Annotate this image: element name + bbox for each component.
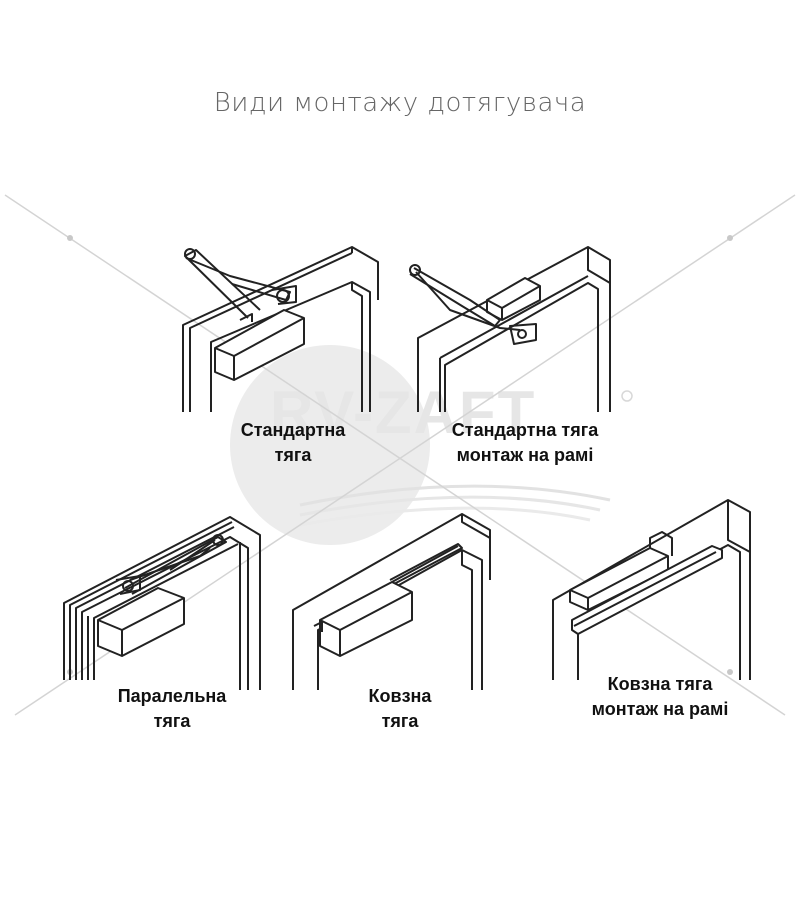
caption-line: Паралельна xyxy=(117,686,227,706)
caption-line: тяга xyxy=(153,711,191,731)
caption-line: Ковзна тяга xyxy=(607,674,713,694)
page-title: Види монтажу дотягувача xyxy=(213,88,587,118)
caption-slide-arm: Ковзна тяга xyxy=(325,684,475,734)
caption-standard-arm-frame-mount: Стандартна тяга монтаж на рамі xyxy=(425,418,625,468)
caption-line: Ковзна xyxy=(368,686,432,706)
caption-standard-arm: Стандартна тяга xyxy=(218,418,368,468)
caption-line: тяга xyxy=(381,711,419,731)
caption-line: Стандартна xyxy=(240,420,346,440)
caption-line: Стандартна тяга xyxy=(451,420,599,440)
caption-parallel-arm: Паралельна тяга xyxy=(92,684,252,734)
caption-line: монтаж на рамі xyxy=(591,699,729,719)
caption-line: тяга xyxy=(274,445,312,465)
watermark-text: RV-ZAFT xyxy=(270,379,537,446)
caption-line: монтаж на рамі xyxy=(456,445,594,465)
caption-slide-arm-frame-mount: Ковзна тяга монтаж на рамі xyxy=(560,672,760,722)
